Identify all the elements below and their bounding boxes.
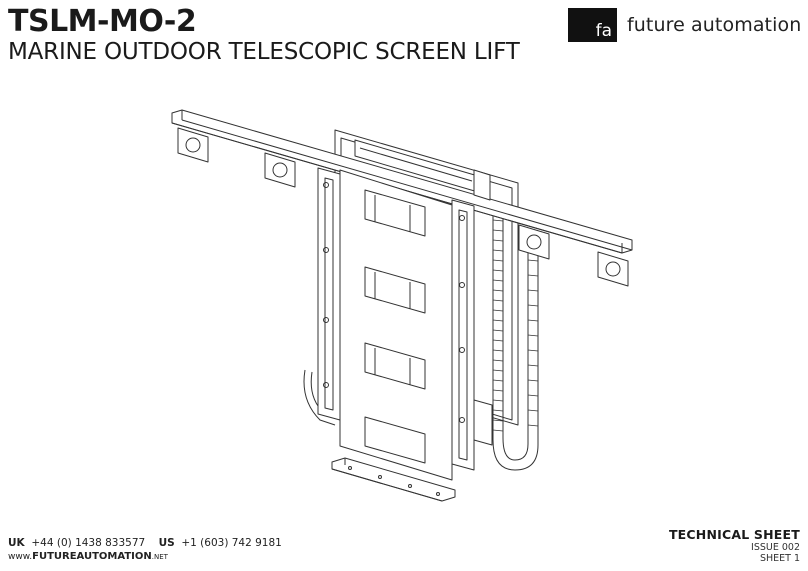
brand-logo: fa future automation [568,8,801,42]
right-rail [451,199,475,471]
sheet-number: SHEET 1 [759,553,800,564]
sheet-info: TECHNICAL SHEET ISSUE 002 SHEET 1 [669,527,800,564]
web-prefix: www. [8,552,33,562]
website-link[interactable]: www.FUTUREAUTOMATION.NET [8,551,168,562]
page-title: TSLM-MO-2 [8,4,197,39]
page-subtitle: MARINE OUTDOOR TELESCOPIC SCREEN LIFT [8,39,520,65]
front-carriage [339,169,453,481]
logo-brand-name: future automation [627,14,802,36]
us-phone: +1 (603) 742 9181 [181,537,282,549]
logo-mark-text: fa [595,21,612,41]
contact-phones: UK +44 (0) 1438 833577 US +1 (603) 742 9… [8,537,282,549]
bracket-2 [264,152,296,188]
web-domain: FUTUREAUTOMATION [32,551,152,562]
uk-phone: +44 (0) 1438 833577 [31,537,146,549]
bracket-3 [518,224,550,260]
bracket-1 [177,127,209,163]
cable-chain [492,210,539,471]
us-label: US [158,537,175,549]
web-suffix: .NET [151,553,168,561]
bottom-foot [331,457,456,502]
left-rail [317,167,341,421]
sheet-title: TECHNICAL SHEET [668,527,800,542]
uk-label: UK [8,537,25,549]
issue-number: ISSUE 002 [751,542,800,553]
logo-mark: fa [568,8,617,42]
bracket-4 [597,251,629,287]
